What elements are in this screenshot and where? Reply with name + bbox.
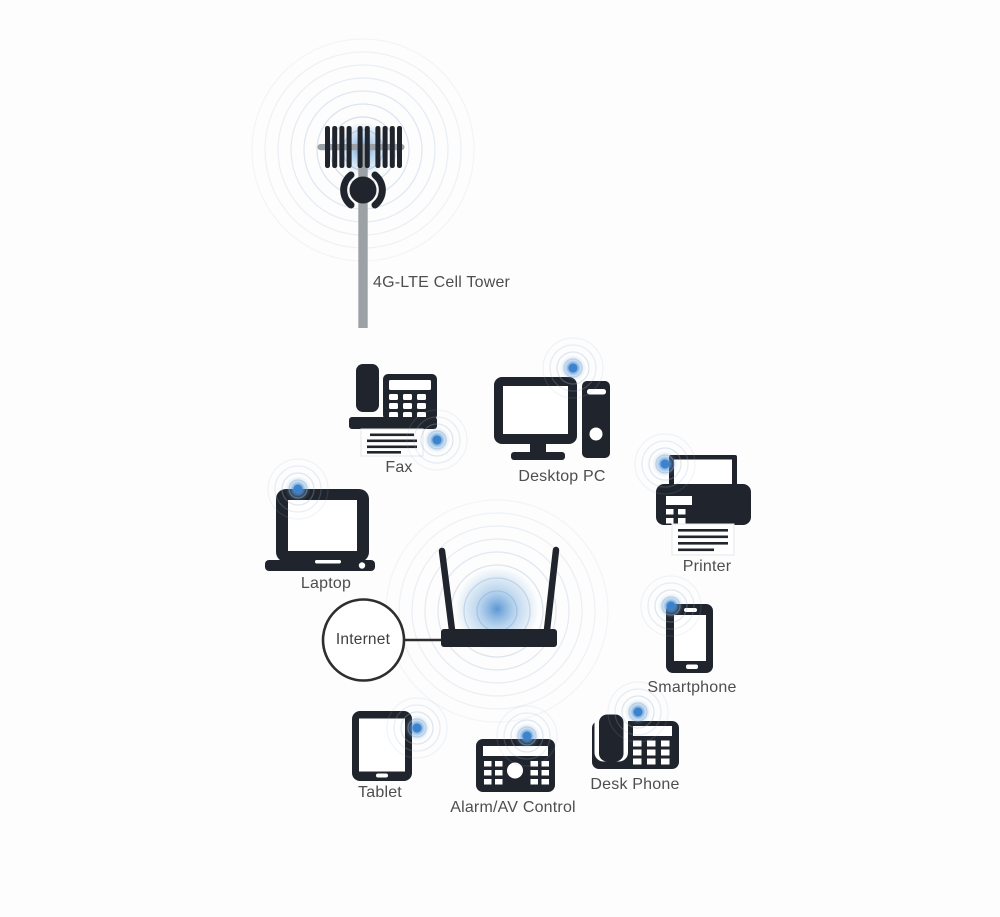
fax-icon	[349, 364, 437, 457]
wifi-router-icon	[438, 546, 560, 647]
label-internet: Internet	[335, 631, 391, 648]
internet-circle-node	[321, 598, 406, 682]
printer-icon	[656, 455, 751, 556]
label-printer: Printer	[682, 558, 732, 575]
label-desktop-pc: Desktop PC	[518, 468, 606, 485]
desktop-pc-icon	[494, 377, 610, 460]
label-laptop: Laptop	[300, 575, 352, 592]
label-tablet: Tablet	[358, 784, 402, 801]
smartphone-icon	[666, 604, 713, 673]
label-smartphone: Smartphone	[647, 679, 737, 696]
laptop-icon	[265, 489, 375, 571]
label-alarm-av-control: Alarm/AV Control	[450, 799, 576, 816]
alarm-av-control-icon	[476, 739, 555, 792]
cell-tower-icon	[317, 126, 405, 328]
label-desk-phone: Desk Phone	[590, 776, 680, 793]
desk-phone-icon	[592, 711, 679, 769]
tablet-icon	[352, 711, 412, 781]
label-fax: Fax	[385, 459, 413, 476]
label-cell-tower: 4G-LTE Cell Tower	[373, 274, 511, 291]
